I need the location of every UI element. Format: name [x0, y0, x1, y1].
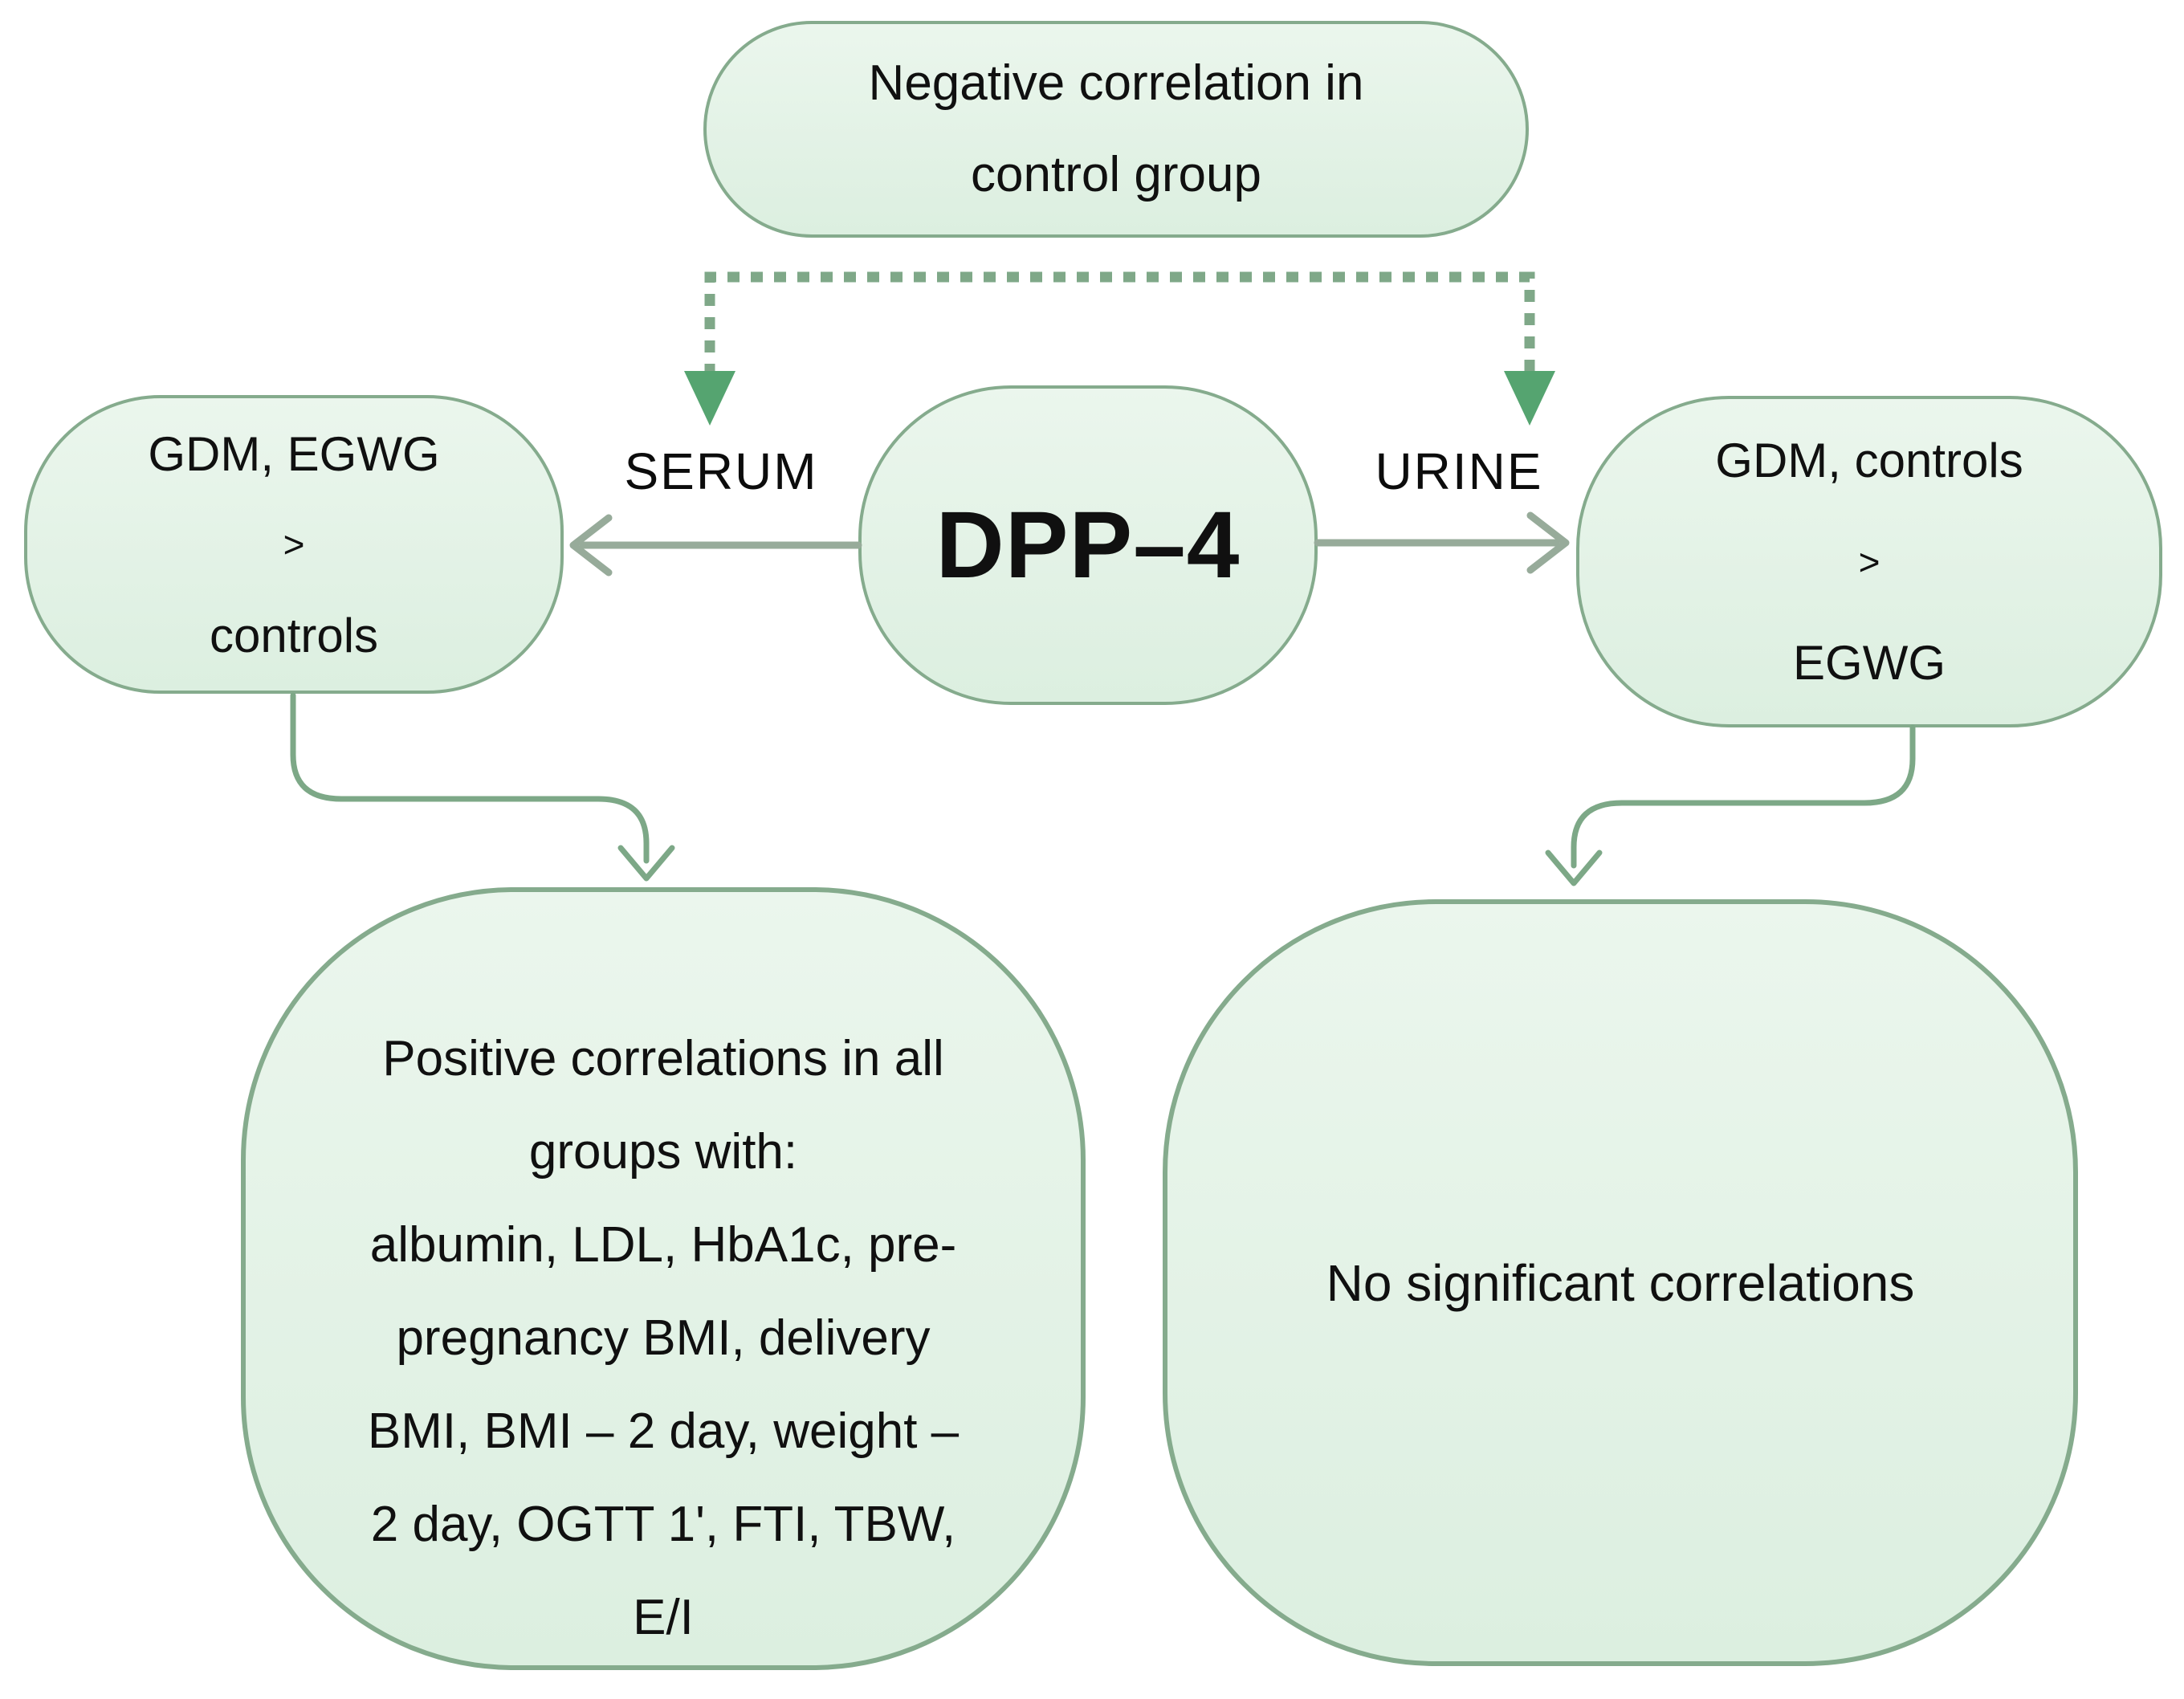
box-line: Positive correlations in all [382, 1031, 944, 1086]
box-line: No significant correlations [1326, 1253, 1915, 1312]
urine-dotted-arrowhead-icon [1504, 371, 1555, 426]
greater-than-symbol: > [283, 523, 305, 565]
serum-label: SERUM [624, 442, 818, 500]
box-line: EGWG [1793, 635, 1946, 690]
gdm-egwg-greater-controls-box: GDM, EGWG > controls [24, 395, 564, 694]
box-line: controls [209, 608, 379, 662]
box-line: Negative correlation in [868, 55, 1364, 111]
negative-correlation-box: Negative correlation in control group [703, 21, 1529, 238]
serum-arrow-head-icon [569, 514, 613, 577]
box-line: GDM, EGWG [148, 426, 440, 481]
dpp4-title: DPP–4 [935, 492, 1241, 598]
dotted-connector-path [704, 271, 1535, 376]
left-elbow-connector [290, 692, 650, 864]
box-line: control group [971, 147, 1261, 202]
box-line: 2 day, OGTT 1', FTI, TBW, [370, 1497, 956, 1552]
serum-dotted-arrowhead-icon [684, 371, 735, 426]
gdm-controls-greater-egwg-box: GDM, controls > EGWG [1576, 396, 2162, 727]
box-line: groups with: [528, 1124, 798, 1180]
dpp4-center-box: DPP–4 [858, 385, 1318, 705]
box-line: E/I [633, 1590, 694, 1645]
urine-arrow-head-icon [1526, 511, 1570, 574]
box-line: BMI, BMI – 2 day, weight – [367, 1404, 960, 1459]
positive-correlations-box: Positive correlations in all groups with… [241, 887, 1086, 1670]
no-significant-correlations-box: No significant correlations [1163, 899, 2078, 1666]
box-line: pregnancy BMI, delivery [396, 1310, 931, 1366]
box-line: albumin, LDL, HbA1c, pre- [369, 1217, 957, 1273]
left-elbow-arrowhead-icon [617, 845, 675, 882]
right-elbow-connector [1571, 724, 1916, 869]
greater-than-symbol: > [1858, 540, 1880, 583]
urine-label: URINE [1375, 442, 1543, 500]
box-line: GDM, controls [1715, 433, 2023, 487]
right-elbow-arrowhead-icon [1545, 850, 1603, 886]
